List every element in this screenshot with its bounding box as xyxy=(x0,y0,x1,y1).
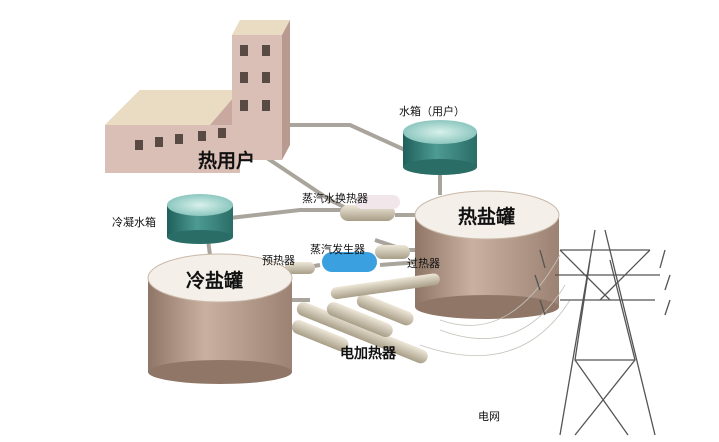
label-hot-salt-tank: 热盐罐 xyxy=(458,206,516,228)
label-condensate-tank: 冷凝水箱 xyxy=(112,216,156,229)
condensate-tank xyxy=(167,194,233,244)
water-tank-user xyxy=(403,120,477,175)
power-cables xyxy=(419,254,571,357)
label-steam-water-exchanger: 蒸汽水换热器 xyxy=(302,192,368,205)
steam-generator-unit xyxy=(322,252,377,272)
label-power-grid: 电网 xyxy=(478,410,500,423)
label-heat-user: 热用户 xyxy=(198,150,256,172)
label-electric-heater: 电加热器 xyxy=(340,346,396,362)
label-superheater: 过热器 xyxy=(407,257,440,270)
label-cold-salt-tank: 冷盐罐 xyxy=(186,270,244,292)
label-preheater: 预热器 xyxy=(262,254,295,267)
hot-salt-tank xyxy=(414,190,560,319)
label-steam-generator: 蒸汽发生器 xyxy=(310,243,365,256)
label-water-tank-user: 水箱（用户） xyxy=(399,105,465,118)
cold-salt-tank xyxy=(147,253,293,384)
heat-user-building xyxy=(105,20,290,173)
power-tower xyxy=(534,229,671,436)
heat-exchangers xyxy=(285,195,410,274)
electric-heaters xyxy=(291,273,440,364)
